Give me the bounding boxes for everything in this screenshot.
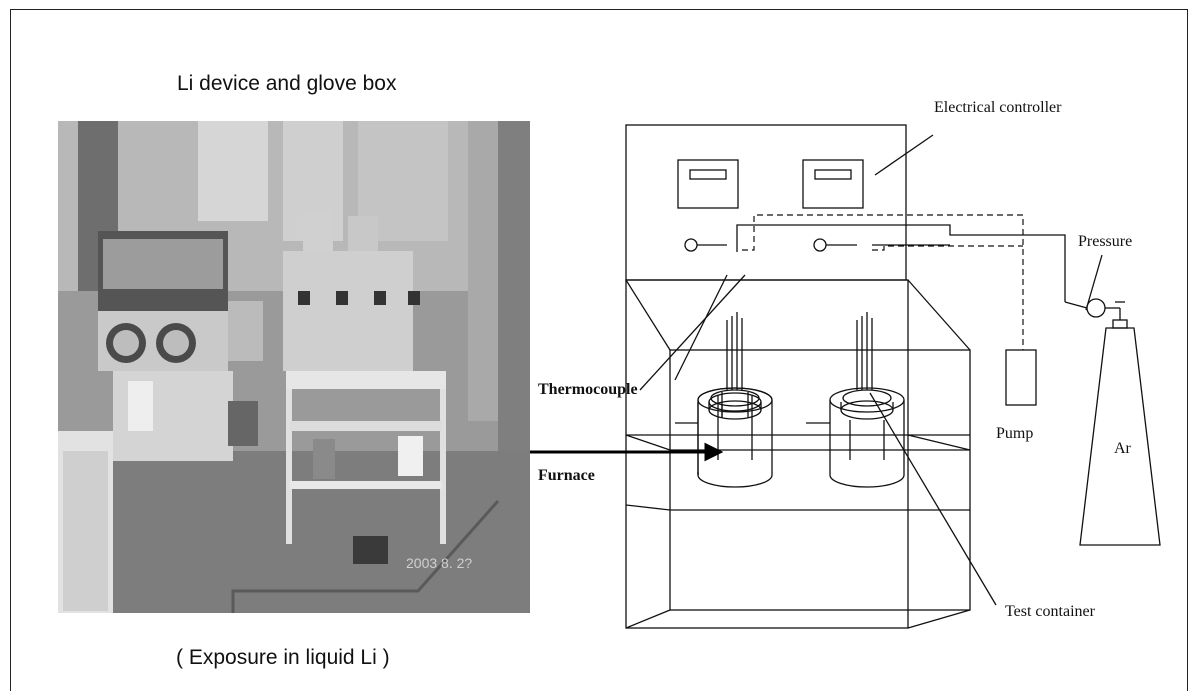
- label-pressure: Pressure: [1078, 233, 1132, 250]
- label-pump: Pump: [996, 425, 1033, 442]
- controller-display-2-screen: [815, 170, 851, 179]
- argon-cylinder-shape: [1080, 328, 1160, 545]
- controller-display-1: [678, 160, 738, 208]
- lab-photograph: 2003 8. 2?: [58, 121, 530, 613]
- schematic-svg: Electrical controller Pressure Thermocou…: [530, 80, 1198, 640]
- photo-caption: ( Exposure in liquid Li ): [176, 646, 390, 670]
- label-electrical-controller: Electrical controller: [934, 99, 1062, 116]
- photo-title: Li device and glove box: [177, 72, 397, 96]
- controller-display-1-screen: [690, 170, 726, 179]
- label-thermocouple: Thermocouple: [538, 381, 638, 398]
- controller-display-2: [803, 160, 863, 208]
- label-ar: Ar: [1114, 440, 1132, 457]
- photo-date-stamp: 2003 8. 2?: [406, 555, 472, 571]
- enclosure-back: [626, 280, 908, 628]
- apparatus-schematic: Electrical controller Pressure Thermocou…: [530, 80, 1198, 640]
- label-furnace: Furnace: [538, 467, 595, 484]
- label-test-container: Test container: [1005, 603, 1096, 620]
- pump-box: [1006, 350, 1036, 405]
- lab-photo-illustration: 2003 8. 2?: [58, 121, 530, 613]
- enclosure-front: [670, 350, 970, 610]
- controller-cabinet: [626, 125, 906, 280]
